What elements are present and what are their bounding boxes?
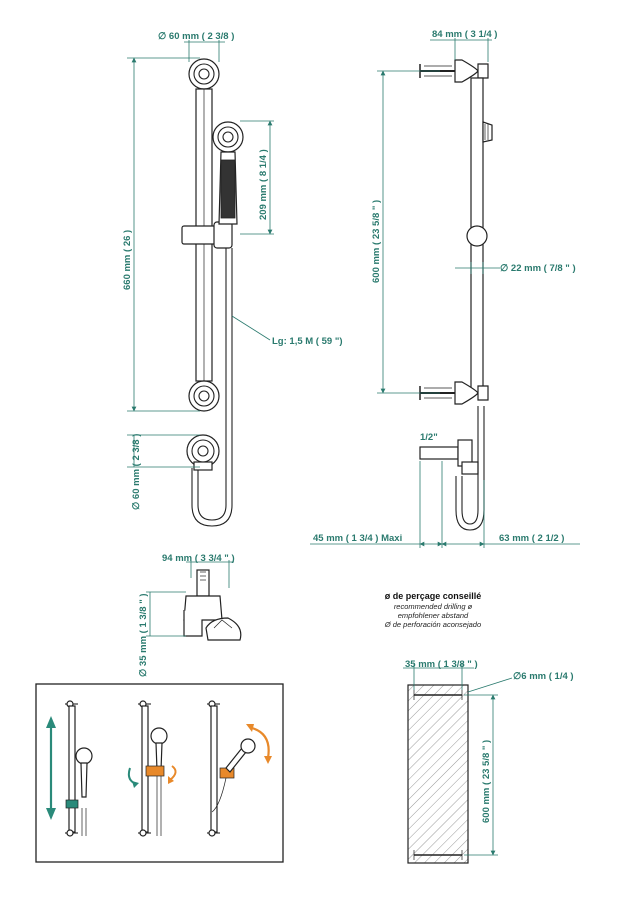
outlet-nut [205, 617, 242, 641]
usage-step-tilt [207, 700, 272, 837]
front-view: ∅ 60 mm ( 2 3/8 ) 660 mm ( 26 ) 209 mm (… [122, 31, 343, 527]
side-slider-knob [466, 225, 488, 247]
wall-depth-label: 45 mm ( 1 3/4 ) Maxi [313, 533, 402, 544]
handshower-length-label: 209 mm ( 8 1/4 ) [258, 149, 269, 220]
outlet-diameter-label: ∅ 35 mm ( 1 3/8 " ) [138, 593, 149, 677]
connection-label: 1/2" [420, 432, 438, 443]
drilling-template: 35 mm ( 1 3/8 " ) ∅6 mm ( 1/4 ) 600 mm (… [403, 659, 574, 864]
front-outlet-diameter-label: ∅ 60 mm ( 2 3/8 ) [131, 434, 142, 510]
drilling-wall-section [407, 684, 469, 864]
outlet-projection-label: 63 mm ( 2 1/2 ) [499, 533, 564, 544]
side-hose [461, 406, 479, 525]
outlet-stem [196, 569, 210, 597]
drilling-width-label: 35 mm ( 1 3/8 " ) [405, 659, 478, 670]
hose [197, 248, 227, 521]
usage-step-slide [46, 700, 93, 837]
outlet-width-label: 94 mm ( 3 3/4 " ) [162, 553, 235, 564]
usage-step-rotate [127, 700, 177, 837]
side-projection-label: 84 mm ( 3 1/4 ) [432, 29, 497, 40]
side-handshower [482, 121, 493, 143]
side-outlet [419, 446, 459, 460]
drilling-title-en: recommended drilling ø [394, 602, 473, 611]
outlet-detail: 94 mm ( 3 3/4 " ) ∅ 35 mm ( 1 3/8 " ) [138, 553, 242, 677]
usage-panel [35, 683, 284, 863]
front-flange-diameter-label: ∅ 60 mm ( 2 3/8 ) [158, 31, 234, 42]
drilling-title-de: empfohlener abstand [398, 611, 469, 620]
drilling-title-es: Ø de perforación aconsejado [384, 620, 481, 629]
drilling-note: ø de perçage conseillé recommended drill… [384, 591, 481, 629]
bottom-wall-flange [188, 380, 220, 412]
rail-diameter-label: ∅ 22 mm ( 7/8 " ) [500, 263, 576, 274]
drilling-height-label: 600 mm ( 23 5/8 " ) [481, 740, 492, 823]
drilling-title: ø de perçage conseillé [385, 591, 482, 601]
side-fixing-centers-label: 600 mm ( 23 5/8 " ) [371, 200, 382, 283]
drilling-hole-label: ∅6 mm ( 1/4 ) [513, 671, 574, 682]
hose-length-label: Lg: 1,5 M ( 59 ") [272, 336, 343, 347]
side-view: 84 mm ( 3 1/4 ) 600 mm ( 23 5/8 " ) ∅ 22… [310, 29, 580, 548]
front-total-height-label: 660 mm ( 26 ) [122, 230, 133, 290]
